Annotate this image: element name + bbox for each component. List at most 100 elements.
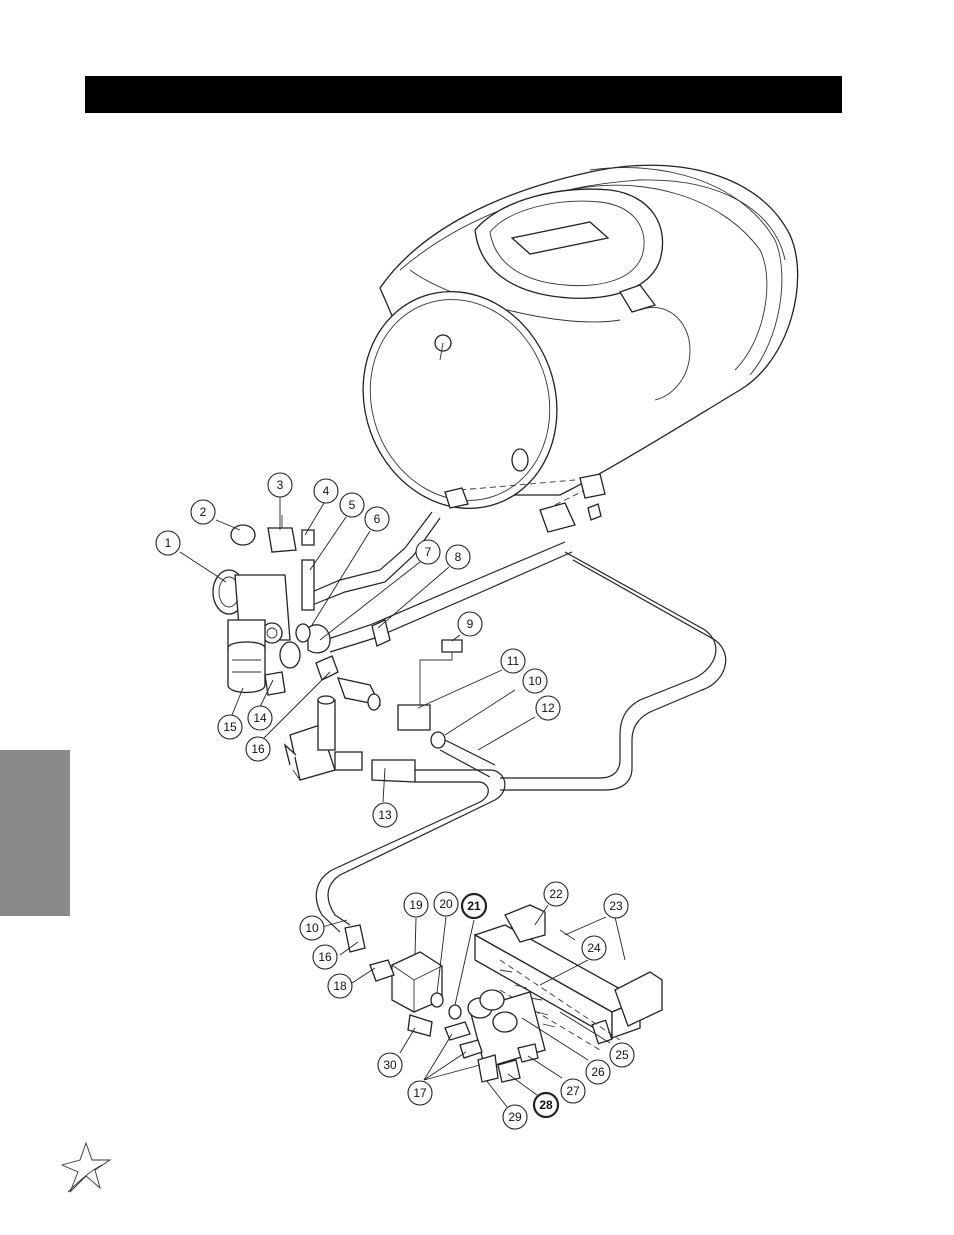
callout-22: 22 <box>543 881 569 907</box>
callout-number: 21 <box>467 899 481 913</box>
callout-18: 18 <box>327 973 353 999</box>
callout-16: 16 <box>312 944 338 970</box>
callout-number: 30 <box>383 1058 397 1072</box>
callout-circle <box>245 736 271 762</box>
callout-29: 29 <box>502 1104 528 1130</box>
control-valve-assembly <box>212 515 463 783</box>
callout-number: 9 <box>467 617 474 631</box>
callout-circle <box>403 892 429 918</box>
callout-number: 22 <box>549 887 563 901</box>
callout-10: 10 <box>299 915 325 941</box>
callout-circle <box>339 492 365 518</box>
callout-8: 8 <box>445 544 471 570</box>
callout-number: 7 <box>425 545 432 559</box>
callout-circle <box>609 1042 635 1068</box>
callout-circle <box>433 891 459 917</box>
callout-number: 11 <box>507 654 520 668</box>
callout-circle <box>267 472 293 498</box>
callout-circle <box>502 1104 528 1130</box>
callout-circle <box>500 648 526 674</box>
callout-circle <box>415 539 441 565</box>
callout-circle <box>377 1052 403 1078</box>
boom-manifold-assembly <box>344 904 663 1083</box>
tank <box>362 164 799 510</box>
callout-11: 11 <box>500 648 526 674</box>
callout-number: 24 <box>587 941 601 955</box>
callout-circle <box>190 499 216 525</box>
callout-number: 15 <box>223 720 237 734</box>
callout-number: 28 <box>539 1098 553 1112</box>
callout-number: 5 <box>349 498 356 512</box>
callout-number: 10 <box>528 674 542 688</box>
callout-26: 26 <box>585 1059 611 1085</box>
callout-19: 19 <box>403 892 429 918</box>
callout-number: 1 <box>165 536 172 550</box>
callout-circle <box>543 881 569 907</box>
callout-circle <box>457 611 483 637</box>
callout-25: 25 <box>609 1042 635 1068</box>
callout-circle <box>372 802 398 828</box>
callout-number: 16 <box>318 950 332 964</box>
callout-number: 4 <box>323 484 330 498</box>
callout-number: 29 <box>508 1110 522 1124</box>
callout-number: 17 <box>413 1086 427 1100</box>
callout-17: 17 <box>407 1080 433 1106</box>
callout-circle <box>313 478 339 504</box>
callout-13: 13 <box>372 802 398 828</box>
callout-circle <box>581 935 607 961</box>
callout-number: 19 <box>409 898 423 912</box>
callout-circle <box>312 944 338 970</box>
callout-2: 2 <box>190 499 216 525</box>
callout-3: 3 <box>267 472 293 498</box>
callout-number: 12 <box>541 701 555 715</box>
callout-15: 15 <box>217 714 243 740</box>
section-title-bar <box>85 76 842 113</box>
callout-4: 4 <box>313 478 339 504</box>
callout-circle <box>247 705 273 731</box>
callout-circle <box>585 1059 611 1085</box>
callout-number: 18 <box>333 979 347 993</box>
callout-number: 26 <box>591 1065 605 1079</box>
callout-9: 9 <box>457 611 483 637</box>
callout-14: 14 <box>247 705 273 731</box>
callout-7: 7 <box>415 539 441 565</box>
callout-21: 21 <box>460 892 488 920</box>
callout-30: 30 <box>377 1052 403 1078</box>
callout-circle <box>603 893 629 919</box>
callout-number: 6 <box>374 512 381 526</box>
callout-circle <box>327 973 353 999</box>
callout-circle <box>445 544 471 570</box>
callout-20: 20 <box>433 891 459 917</box>
callout-number: 20 <box>439 897 453 911</box>
callout-circle <box>535 695 561 721</box>
callout-number: 27 <box>566 1084 580 1098</box>
hose-runs <box>304 511 727 933</box>
callout-number: 23 <box>609 899 623 913</box>
callout-23: 23 <box>603 893 629 919</box>
callout-number: 3 <box>277 478 284 492</box>
callout-1: 1 <box>155 530 181 556</box>
star-swoosh-logo-icon <box>60 1141 112 1193</box>
callout-5: 5 <box>339 492 365 518</box>
callout-number: 13 <box>378 808 392 822</box>
tank-fittings <box>444 473 606 533</box>
callout-number: 25 <box>615 1048 629 1062</box>
callout-circle <box>217 714 243 740</box>
callout-circle <box>407 1080 433 1106</box>
callout-circle <box>460 892 488 920</box>
callout-circle <box>560 1078 586 1104</box>
callout-circle <box>299 915 325 941</box>
callout-10: 10 <box>522 668 548 694</box>
callout-27: 27 <box>560 1078 586 1104</box>
callout-circle <box>155 530 181 556</box>
callout-circle <box>364 506 390 532</box>
callout-6: 6 <box>364 506 390 532</box>
callout-16: 16 <box>245 736 271 762</box>
callout-number: 2 <box>200 505 207 519</box>
callout-number: 10 <box>305 921 319 935</box>
callout-number: 14 <box>253 711 267 725</box>
callout-12: 12 <box>535 695 561 721</box>
callout-number: 16 <box>251 742 265 756</box>
callout-circle <box>532 1091 560 1119</box>
